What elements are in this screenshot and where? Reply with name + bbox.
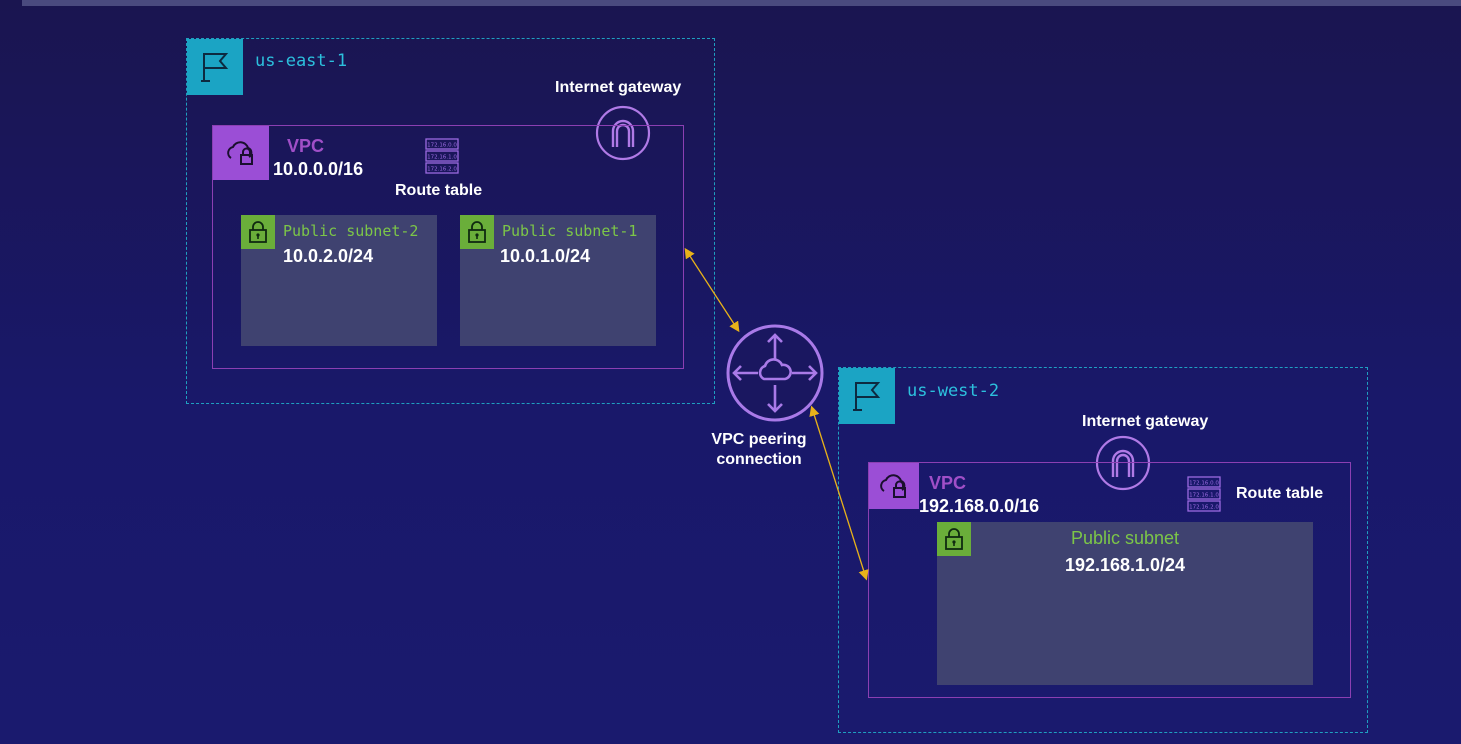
vpc-us-west-2: VPC 192.168.0.0/16 172.16.0.0 172.16.1.0… <box>868 462 1351 698</box>
vpc-cidr: 192.168.0.0/16 <box>919 496 1040 516</box>
region-flag-icon <box>187 39 243 95</box>
subnet-label: Public subnet-2 <box>283 222 419 240</box>
route-entry: 172.16.1.0 <box>427 155 457 161</box>
subnet-label: Public subnet-1 <box>502 222 638 240</box>
subnet-label: Public subnet <box>1070 528 1180 548</box>
subnet-public-1: Public subnet-1 10.0.1.0/24 <box>460 215 656 346</box>
route-entry: 172.16.1.0 <box>1189 493 1219 499</box>
region-us-east-1: us-east-1 Internet gateway VPC 10.0.0.0/… <box>186 38 715 404</box>
vpc-cloud-lock-icon <box>213 126 269 180</box>
route-table-icon: 172.16.0.0 172.16.1.0 172.16.2.0 <box>425 138 459 174</box>
subnet-public: Public subnet 192.168.1.0/24 <box>937 522 1313 685</box>
vpc-cloud-lock-icon <box>869 463 919 509</box>
route-table-icon: 172.16.0.0 172.16.1.0 172.16.2.0 <box>1187 476 1221 512</box>
region-label: us-west-2 <box>907 381 1000 401</box>
vpc-us-east-1: VPC 10.0.0.0/16 172.16.0.0 172.16.1.0 17… <box>212 125 684 369</box>
region-label: us-east-1 <box>255 51 348 71</box>
vpc-label: VPC <box>929 473 967 493</box>
subnet-cidr: 10.0.2.0/24 <box>283 246 374 266</box>
peering-link-east <box>684 247 740 333</box>
vpc-label: VPC <box>287 136 325 156</box>
subnet-lock-icon <box>460 215 494 249</box>
subnet-cidr: 192.168.1.0/24 <box>1064 555 1186 575</box>
route-entry: 172.16.2.0 <box>1189 505 1219 511</box>
peering-label-line1: VPC peering <box>711 431 807 448</box>
route-entry: 172.16.0.0 <box>427 143 457 149</box>
internet-gateway-icon <box>1095 435 1151 491</box>
route-table-label: Route table <box>395 182 483 199</box>
region-us-west-2: us-west-2 Internet gateway VPC 192.168.0… <box>838 367 1368 733</box>
internet-gateway-label: Internet gateway <box>1082 413 1209 430</box>
subnet-lock-icon <box>937 522 971 556</box>
vpc-peering-icon <box>720 323 830 423</box>
peering-link-west <box>809 405 869 581</box>
vpc-cidr: 10.0.0.0/16 <box>273 159 364 179</box>
top-divider <box>22 0 1461 6</box>
peering-label-line2: connection <box>716 451 802 468</box>
route-entry: 172.16.0.0 <box>1189 481 1219 487</box>
route-table-label: Route table <box>1236 485 1324 502</box>
subnet-lock-icon <box>241 215 275 249</box>
subnet-public-2: Public subnet-2 10.0.2.0/24 <box>241 215 437 346</box>
internet-gateway-label: Internet gateway <box>555 79 682 96</box>
route-entry: 172.16.2.0 <box>427 167 457 173</box>
subnet-cidr: 10.0.1.0/24 <box>500 246 591 266</box>
peering-label: VPC peering connection <box>690 430 828 470</box>
